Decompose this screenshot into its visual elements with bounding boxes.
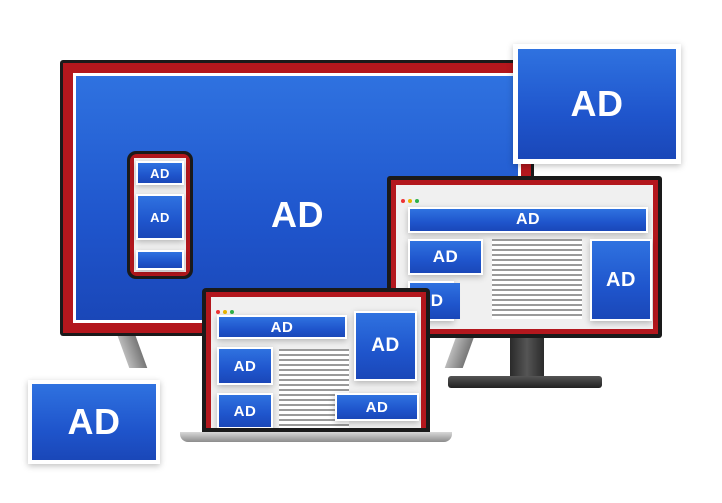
monitor-red-frame: AD AD AD AD	[391, 180, 658, 334]
tv-ad-label: AD	[271, 194, 324, 235]
laptop-banner-ad-label: AD	[270, 318, 294, 336]
minimize-dot-icon	[408, 199, 412, 203]
laptop-screen: AD AD AD AD AD	[211, 297, 421, 428]
laptop-ad-left-1: AD	[217, 347, 273, 385]
monitor-ad-left: AD	[408, 239, 483, 275]
laptop-ad-bottom-label: AD	[365, 398, 389, 416]
monitor-browser-dots	[401, 190, 422, 208]
monitor-screen: AD AD AD AD	[396, 185, 653, 329]
floating-ad-top-right-label: AD	[570, 83, 624, 124]
floating-ad-top-right: AD	[513, 44, 681, 164]
maximize-dot-icon	[415, 199, 419, 203]
laptop-ad-left-2-label: AD	[233, 402, 257, 420]
laptop-red-frame: AD AD AD AD AD	[206, 292, 426, 428]
smartphone: AD AD	[127, 151, 193, 279]
floating-ad-bottom-left: AD	[28, 380, 160, 464]
close-dot-icon	[401, 199, 405, 203]
minimize-dot-icon	[223, 310, 227, 314]
laptop-ad-left-2: AD	[217, 393, 273, 428]
laptop-ad-left-1-label: AD	[233, 357, 257, 375]
laptop-lid: AD AD AD AD AD	[202, 288, 430, 432]
phone-ad-1-label: AD	[150, 165, 170, 181]
smartphone-red-body: AD AD	[130, 154, 190, 276]
phone-ad-2: AD	[136, 194, 184, 240]
maximize-dot-icon	[230, 310, 234, 314]
laptop-base	[180, 432, 452, 442]
phone-ad-3-partial	[136, 250, 184, 270]
monitor-stand-neck	[510, 332, 544, 382]
monitor-ad-right: AD	[590, 239, 652, 321]
monitor-bezel: AD AD AD AD	[387, 176, 662, 338]
laptop-banner-ad: AD	[217, 315, 347, 339]
monitor-ad-right-label: AD	[606, 268, 636, 291]
close-dot-icon	[216, 310, 220, 314]
floating-ad-bottom-left-label: AD	[67, 401, 121, 442]
monitor-article-text	[492, 239, 582, 319]
monitor-banner-ad: AD	[408, 207, 648, 233]
laptop-ad-bottom: AD	[335, 393, 419, 421]
phone-ad-1: AD	[136, 161, 184, 185]
laptop-browser-dots	[216, 301, 237, 319]
monitor-banner-ad-label: AD	[515, 211, 541, 228]
monitor-ad-left-label: AD	[432, 247, 459, 266]
phone-ad-2-label: AD	[150, 209, 170, 225]
laptop-ad-square-label: AD	[371, 335, 400, 356]
monitor-stand-base	[448, 376, 602, 388]
laptop-ad-square: AD	[354, 311, 417, 381]
